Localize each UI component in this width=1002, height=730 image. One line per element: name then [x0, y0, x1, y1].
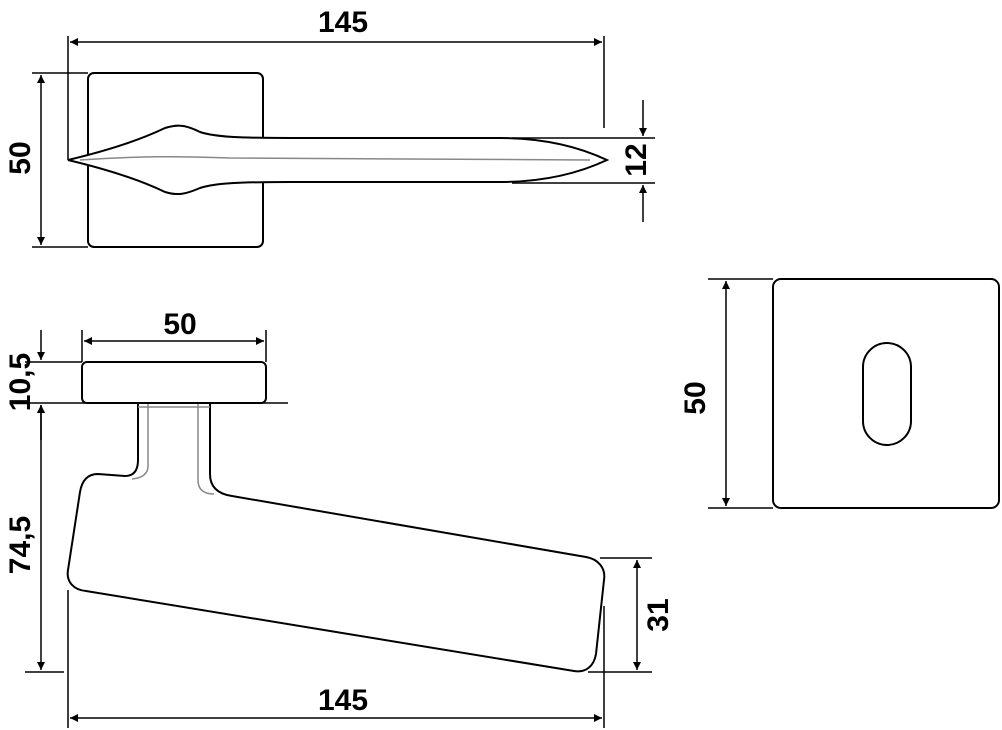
top-lever-centerline	[79, 155, 591, 161]
side-lever-body	[66, 402, 606, 673]
side-view: 50 10,5 74,5 31 145	[4, 308, 675, 728]
top-lever-blade	[67, 124, 610, 196]
dim-bottom-width: 145	[318, 684, 368, 717]
dim-lever-thickness: 12	[620, 143, 653, 176]
dim-side-rose-width: 50	[163, 308, 196, 341]
dim-projection: 74,5	[4, 516, 37, 574]
side-neck-inner-right	[197, 404, 215, 495]
dim-top-height: 50	[4, 141, 37, 174]
side-rose	[81, 361, 267, 404]
dim-escutcheon-height: 50	[679, 381, 712, 414]
top-view: 145 50 12	[4, 6, 655, 248]
dim-lever-end-height: 31	[642, 598, 675, 631]
escutcheon-view: 50	[679, 278, 1000, 509]
dim-top-width: 145	[318, 6, 368, 39]
dim-rose-thickness: 10,5	[4, 353, 37, 411]
side-neck-inner-left	[131, 404, 149, 480]
keyhole-slot	[862, 342, 912, 446]
